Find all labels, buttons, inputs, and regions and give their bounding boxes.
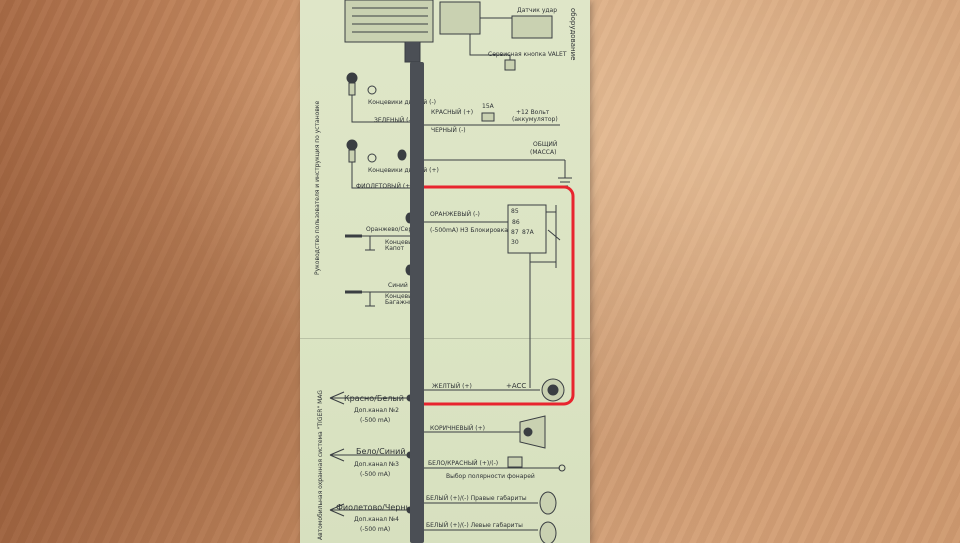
relay-pin-85: 85 xyxy=(511,208,519,215)
blue-wire-label: Синий xyxy=(388,282,408,289)
white-left-wire-label: БЕЛЫЙ (+)/(-) Левые габариты xyxy=(426,522,523,529)
power-wires xyxy=(424,112,572,187)
main-wire-harness xyxy=(410,62,424,543)
red-wire-label: КРАСНЫЙ (+) xyxy=(431,109,474,116)
hood-switch-label: Концевик Капот xyxy=(385,239,416,252)
relay-pin-87a: 87А xyxy=(522,229,534,236)
wiring-manual-page xyxy=(300,0,590,543)
common-label: ОБЩИЙ xyxy=(533,141,558,148)
white-red-wire-label: БЕЛО/КРАСНЫЙ (+)/(-) xyxy=(428,460,499,467)
white-blue-label: Бело/Синий xyxy=(356,447,406,456)
violet-wire-label: ФИОЛЕТОВЫЙ (+) xyxy=(356,183,413,190)
output-wires xyxy=(329,391,566,543)
connector-block-icon xyxy=(344,0,553,71)
aux3-label: Доп.канал №3 xyxy=(354,461,399,468)
relay-pin-86: 86 xyxy=(512,219,520,226)
orange-gray-label: Оранжево/Серы xyxy=(366,226,417,233)
aux4-current-label: (-500 mA) xyxy=(360,526,391,533)
trunk-switch-label: Концевик Багажник xyxy=(385,293,417,306)
acc-label: +ACC xyxy=(506,382,527,390)
blocking-relay-icon xyxy=(424,204,561,388)
fuse-label: 15A xyxy=(482,103,494,110)
green-wire-label: ЗЕЛЕНЫЙ (-) xyxy=(374,117,413,124)
shock-sensor-label: Датчик удар xyxy=(517,7,558,14)
white-right-wire-label: БЕЛЫЙ (+)/(-) Правые габариты xyxy=(426,495,527,502)
brown-wire-label: КОРИЧНЕВЫЙ (+) xyxy=(430,425,486,432)
aux4-label: Доп.канал №4 xyxy=(354,516,399,523)
ignition-switch-icon xyxy=(424,378,565,402)
orange-wire-label: ОРАНЖЕВЫЙ (-) xyxy=(430,211,480,218)
red-white-label: Красно/Белый xyxy=(344,394,404,403)
door-switch-plus-label: Концевики дверей (+) xyxy=(368,167,439,174)
violet-black-label: Фиолетово/Черный xyxy=(336,503,418,512)
aux3-current-label: (-500 mA) xyxy=(360,471,391,478)
black-wire-label: ЧЕРНЫЙ (-) xyxy=(431,127,466,134)
top-block-text: оборудование xyxy=(569,8,577,61)
paper-fold-line xyxy=(300,338,590,339)
plus12-label: +12 Вольт xyxy=(516,109,550,116)
relay-pin-30: 30 xyxy=(511,239,519,246)
mass-label: (МАССА) xyxy=(530,149,557,156)
aux2-current-label: (-500 mA) xyxy=(360,417,391,424)
door-switch-icons xyxy=(345,72,415,307)
relay-pin-87: 87 xyxy=(511,229,519,236)
aux2-label: Доп.канал №2 xyxy=(354,407,399,414)
side-system-text: Автомобильная охранная система "TIGER" M… xyxy=(317,390,324,540)
blocking-label: (-500mA) НЗ Блокировка xyxy=(430,227,508,234)
side-instruction-text: Руководство пользователя и инструкция по… xyxy=(314,100,321,275)
yellow-wire-label: ЖЕЛТЫЙ (+) xyxy=(432,383,472,390)
red-highlight-box xyxy=(411,185,575,406)
service-button-label: Сервисная кнопка VALET xyxy=(488,51,567,58)
door-switch-minus-label: Концевики дверей (-) xyxy=(368,99,437,106)
battery-label: (аккумулятор) xyxy=(512,116,558,123)
polarity-label: Выбор полярности фонарей xyxy=(446,473,535,480)
